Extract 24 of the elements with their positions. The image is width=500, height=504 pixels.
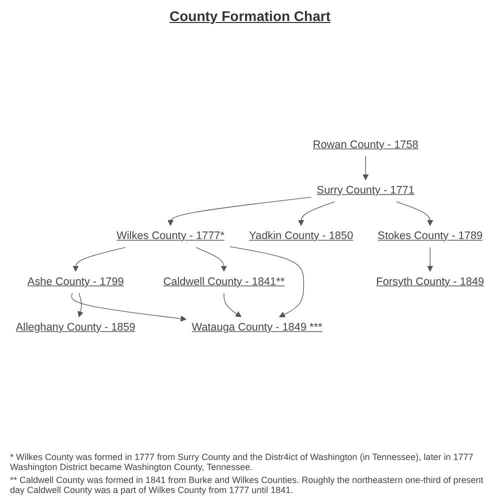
footnote: * Wilkes County was formed in 1777 from Surry County and the Distr4ict of Washington (in Tennessee), later in 1777 Washington District became Washington County, Tennessee.: [10, 452, 474, 472]
node-text: Wilkes County - 1777*: [116, 230, 224, 242]
node-text: Watauga County - 1849 ***: [192, 322, 322, 334]
arrow: [72, 247, 126, 272]
arrow: [230, 246, 304, 318]
arrow: [298, 201, 336, 226]
node-text: Ashe County - 1799: [27, 276, 124, 288]
arrow: [78, 292, 84, 318]
arrow: [224, 292, 242, 318]
node-text: Rowan County - 1758: [312, 139, 418, 151]
node-text: Surry County - 1771: [316, 184, 414, 196]
node-text: Caldwell County - 1841**: [163, 276, 285, 288]
node-text: Forsyth County - 1849: [376, 276, 484, 288]
node-text: Alleghany County - 1859: [16, 322, 136, 334]
node-text: Yadkin County - 1850: [249, 230, 354, 242]
arrow: [396, 201, 434, 226]
arrow: [362, 156, 369, 180]
arrow: [168, 196, 312, 226]
node-text: Stokes County - 1789: [378, 230, 483, 242]
arrow: [196, 247, 227, 272]
arrow: [427, 247, 434, 272]
chart-title: County Formation Chart: [170, 8, 330, 24]
arrow: [71, 292, 187, 322]
footnote: ** Caldwell County was formed in 1841 from Burke and Wilkes Counties. Roughly the northeastern one-third of present day Caldwell County was a part of Wilkes County from 1777 until 1841.: [10, 475, 484, 495]
